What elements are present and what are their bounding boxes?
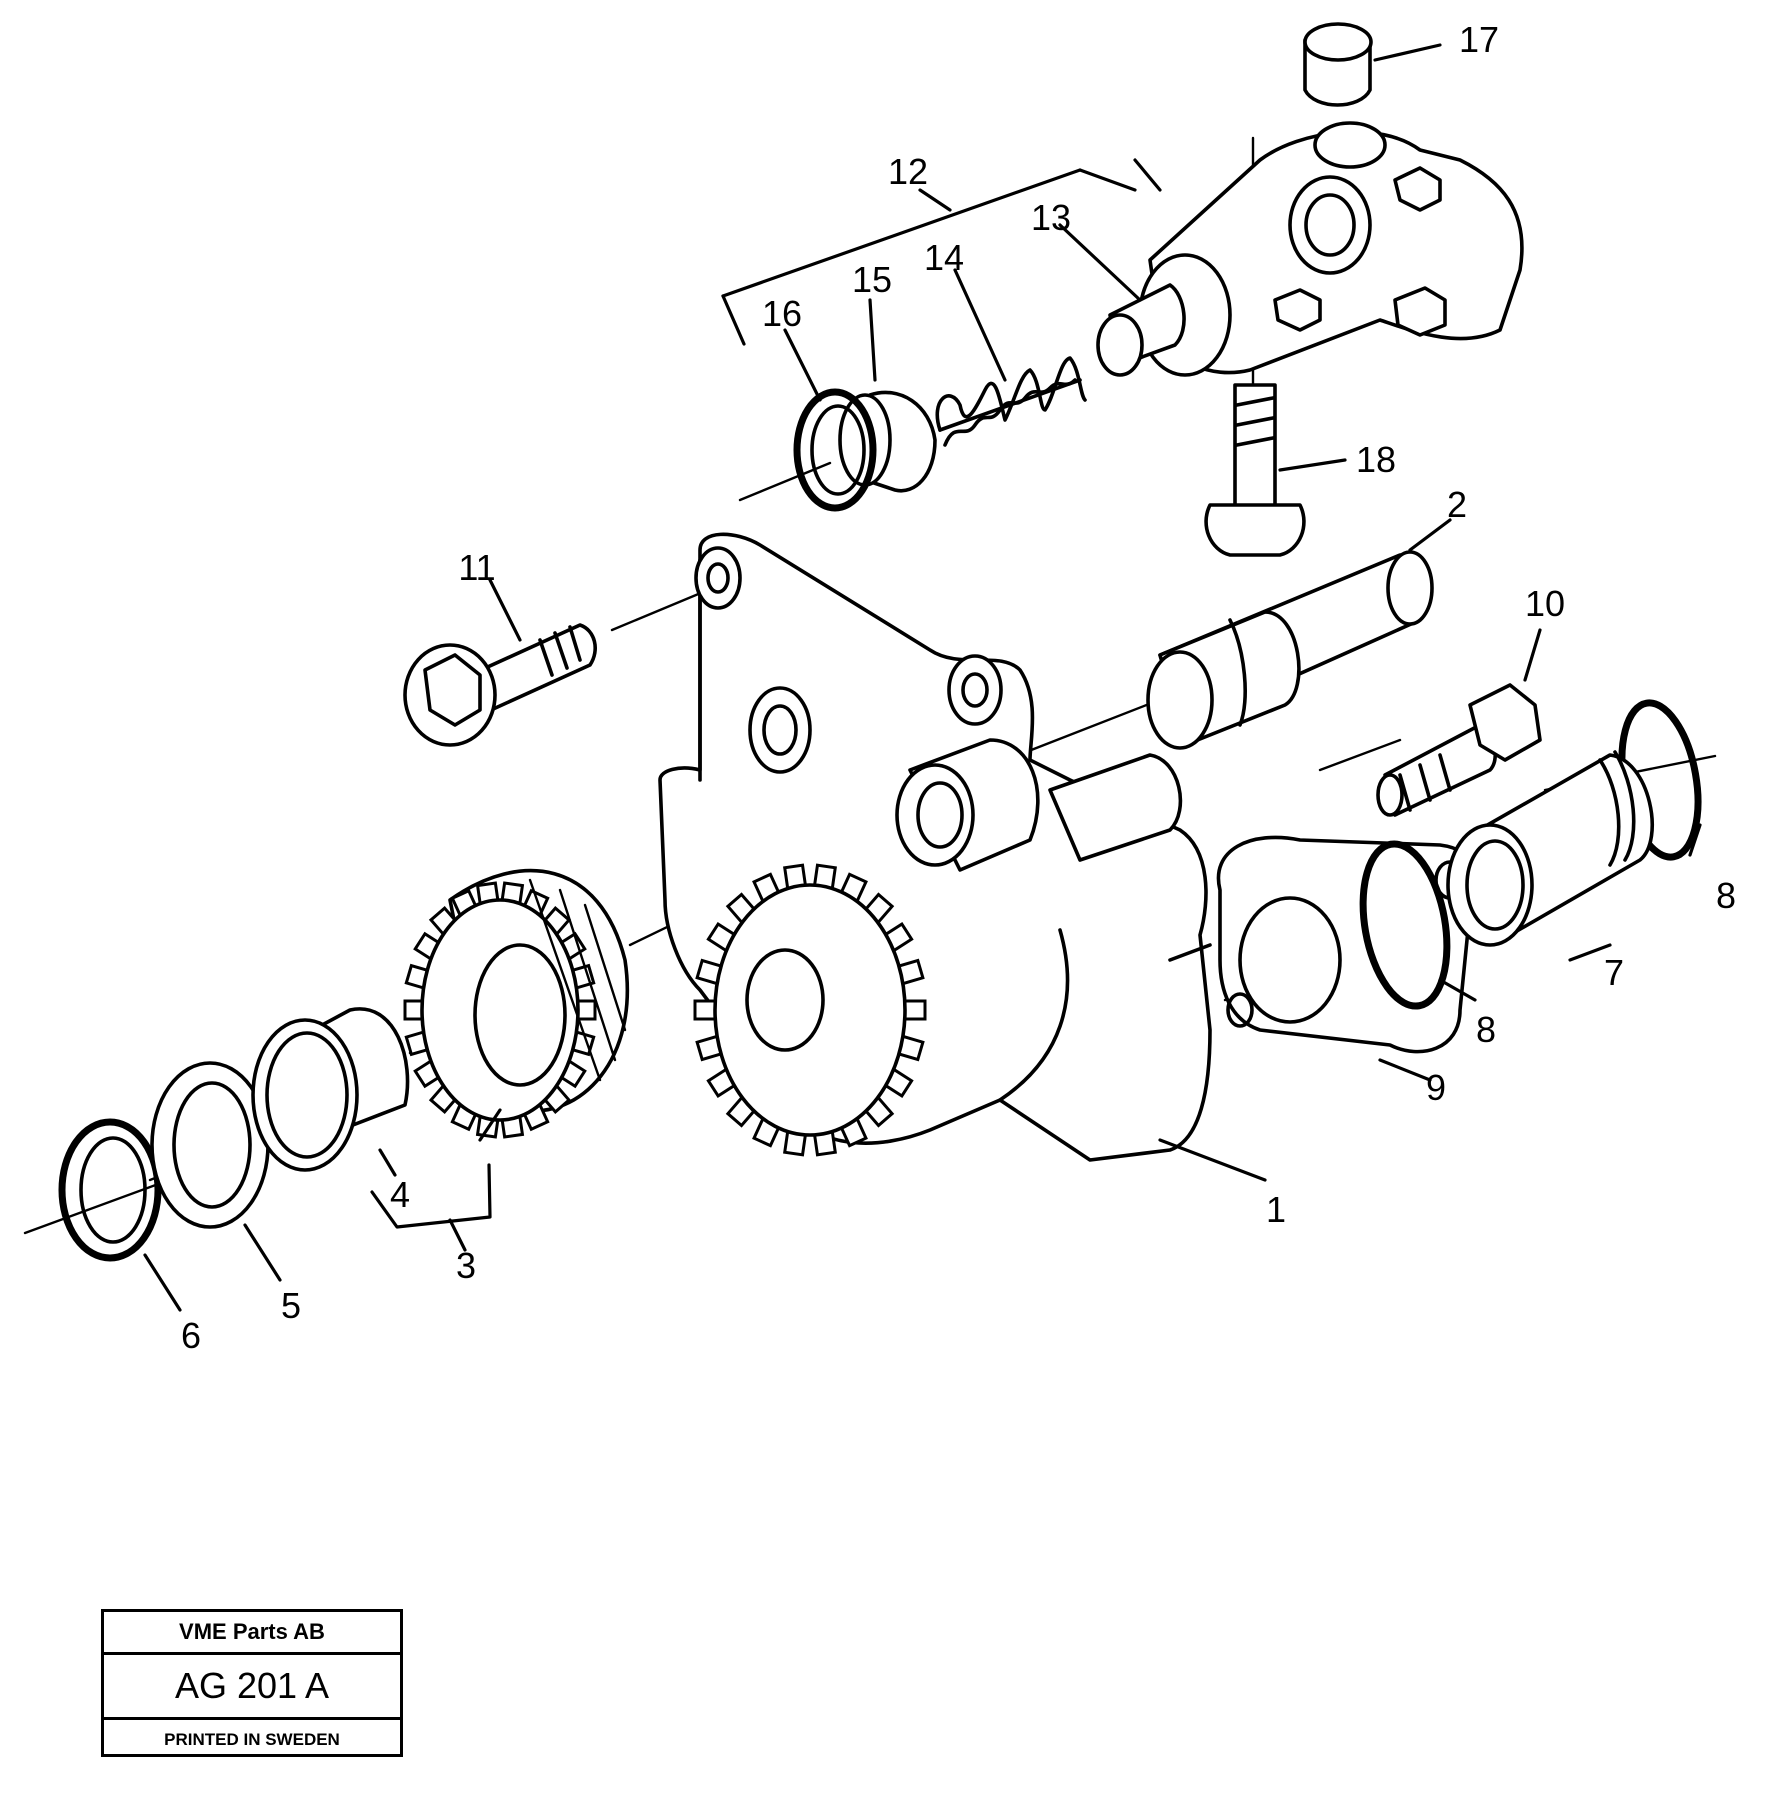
part-11-flange-bolt <box>403 623 597 747</box>
part-7-shaft <box>1446 750 1654 947</box>
part-8-ring-a <box>1359 840 1451 1010</box>
callout-6: 6 <box>181 1315 201 1356</box>
title-block: VME Parts AB AG 201 A PRINTED IN SWEDEN <box>101 1609 403 1757</box>
callout-13: 13 <box>1031 197 1071 238</box>
part-6-circlip <box>58 1118 162 1262</box>
part-16-circlip <box>793 388 877 512</box>
callout-8-right: 8 <box>1716 875 1736 916</box>
callout-15: 15 <box>852 259 892 300</box>
callout-2: 2 <box>1447 484 1467 525</box>
part-14-spring <box>935 356 1087 447</box>
part-9-flange <box>1216 835 1478 1054</box>
callout-17: 17 <box>1459 19 1499 60</box>
callout-5: 5 <box>281 1285 301 1326</box>
title-block-company: VME Parts AB <box>104 1612 400 1655</box>
callout-7: 7 <box>1604 952 1624 993</box>
part-3-helical-gear <box>403 868 630 1139</box>
part-12-valve-housing <box>1096 121 1524 377</box>
part-1-pump-body <box>658 532 1212 1162</box>
callout-12: 12 <box>888 151 928 192</box>
callout-18: 18 <box>1356 439 1396 480</box>
part-4-bushing <box>251 1007 410 1172</box>
callout-labels: 1 2 3 4 5 6 7 8 8 9 10 11 12 13 14 15 16… <box>181 19 1736 1356</box>
callout-11: 11 <box>458 547 495 588</box>
title-block-code: AG 201 A <box>104 1655 400 1720</box>
callout-1: 1 <box>1266 1189 1286 1230</box>
callout-9: 9 <box>1426 1067 1446 1108</box>
part-5-washer <box>150 1061 270 1229</box>
part-17-cap <box>1303 22 1373 107</box>
part-2-shaft <box>1146 550 1434 750</box>
callout-16: 16 <box>762 293 802 334</box>
callout-4: 4 <box>390 1174 410 1215</box>
callout-14: 14 <box>924 237 964 278</box>
part-18-bolt <box>1204 383 1306 557</box>
part-10-bolt <box>1376 683 1542 817</box>
title-block-printed: PRINTED IN SWEDEN <box>164 1730 340 1749</box>
callout-3: 3 <box>456 1245 476 1286</box>
leader-lines <box>143 43 1702 1312</box>
callout-8-lower: 8 <box>1476 1009 1496 1050</box>
callout-10: 10 <box>1525 583 1565 624</box>
part-15-cup <box>838 390 937 493</box>
